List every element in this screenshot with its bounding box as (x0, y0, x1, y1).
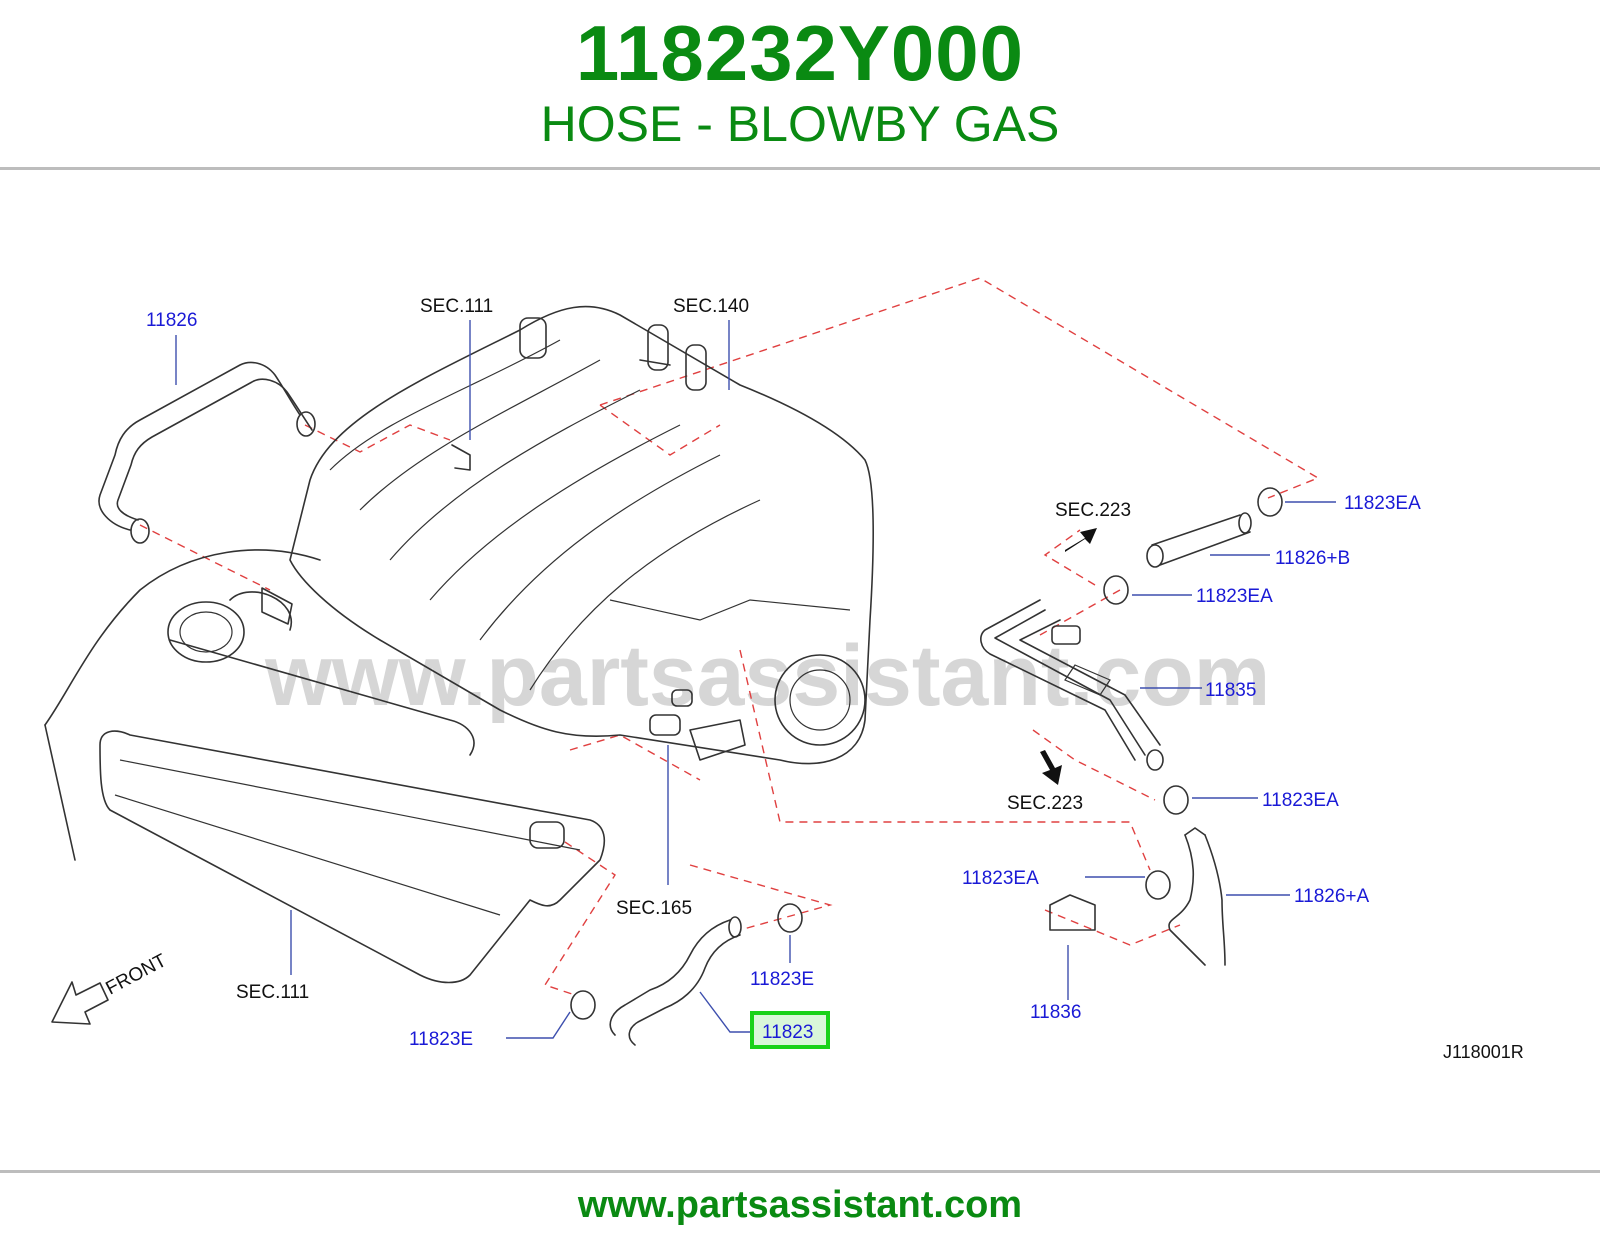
part-number-title: 118232Y000 (575, 9, 1025, 97)
clamp-drawings (570, 487, 1283, 1020)
tube-11835-drawing (980, 599, 1164, 771)
callout-11823ea-left[interactable]: 11823EA (962, 868, 1039, 889)
highlighted-callout-11823[interactable]: 11823 (750, 1011, 830, 1049)
footer-divider (0, 1170, 1600, 1173)
sec-223-lower-arrow-icon (1040, 750, 1062, 785)
sec-223-upper-label: SEC.223 (1055, 500, 1131, 521)
direction-arrows (51, 528, 1097, 1025)
leader-lines (175, 320, 1336, 1039)
drawing-code: J118001R (1443, 1042, 1524, 1062)
sec-223-upper-arrow-icon (1065, 528, 1097, 552)
callout-11826[interactable]: 11826 (146, 310, 197, 331)
sec-140-label: SEC.140 (673, 296, 749, 317)
hose-11826-drawing (98, 361, 316, 544)
header-divider (0, 167, 1600, 170)
sec-223-lower-label: SEC.223 (1007, 793, 1083, 814)
callout-11823e-left[interactable]: 11823E (409, 1029, 473, 1050)
part-name-subtitle: HOSE - BLOWBY GAS (540, 96, 1060, 152)
callout-11823ea-lower-mid[interactable]: 11823EA (1262, 790, 1339, 811)
sec-165-label: SEC.165 (616, 898, 692, 919)
callout-11835[interactable]: 11835 (1205, 680, 1256, 701)
callout-11823ea-top[interactable]: 11823EA (1344, 493, 1421, 514)
callout-11823ea-upper-mid[interactable]: 11823EA (1196, 586, 1273, 607)
valve-cover-drawing (44, 549, 606, 984)
highlight-box (750, 1011, 830, 1049)
callout-11823e-right[interactable]: 11823E (750, 969, 814, 990)
callout-11826-b[interactable]: 11826+B (1275, 548, 1350, 569)
hose-11826-b-drawing (1146, 512, 1252, 568)
sec-111-bottom-label: SEC.111 (236, 982, 309, 1003)
page-header: 118232Y000 HOSE - BLOWBY GAS (0, 0, 1600, 168)
hose-11826-a-drawing (1168, 827, 1226, 966)
callout-11823[interactable]: 11823 (762, 1022, 813, 1043)
front-arrow-icon (51, 981, 109, 1025)
sec-111-top-label: SEC.111 (420, 296, 493, 317)
parts-diagram: www.partsassistant.com (44, 277, 1524, 1062)
footer-url[interactable]: www.partsassistant.com (577, 1184, 1023, 1226)
front-label: FRONT (102, 950, 170, 999)
intake-manifold-drawing (289, 305, 875, 765)
hose-11823-drawing (609, 916, 742, 1046)
callout-11836[interactable]: 11836 (1030, 1002, 1081, 1023)
callout-11826-a[interactable]: 11826+A (1294, 886, 1370, 907)
